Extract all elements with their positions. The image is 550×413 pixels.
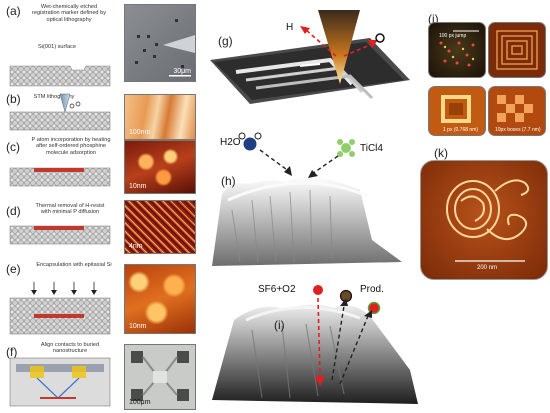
step-a-text: Wet-chemically etched registration marke… (32, 4, 106, 23)
substrate-a (9, 65, 111, 87)
tile-j-1-caption: 100 px jump (439, 33, 467, 39)
scale-e: 10nm (129, 323, 147, 330)
label-h: (h) (221, 174, 236, 188)
label-j: (j) (428, 12, 439, 26)
step-b-text: STM lithography (33, 94, 75, 100)
step-f-text: Align contacts to buried nanostructure (40, 342, 100, 355)
label-d: (d) (6, 204, 21, 218)
substrate-b (9, 111, 111, 131)
phosphorus-layer-d (34, 226, 84, 230)
tile-j-4: 10px boxes (7.7 nm) (488, 86, 546, 136)
micrograph-e: 10nm (124, 264, 196, 334)
tile-j-2 (488, 22, 546, 78)
surface-i (212, 304, 418, 404)
tile-j-3-caption: 1 px (0.768 nm) (443, 127, 479, 133)
label-e: (e) (6, 262, 21, 276)
scale-f: 100μm (129, 399, 151, 406)
surface-h (212, 176, 402, 266)
tile-j-4-caption: 10px boxes (7.7 nm) (495, 127, 541, 133)
phosphorus-layer-e (34, 314, 84, 318)
micrograph-a: 30μm (124, 4, 196, 82)
species-h-left: H2O (220, 137, 241, 148)
sf6-o2-icon (313, 285, 323, 295)
species-h-right: TiCl4 (360, 143, 383, 154)
tile-j-3: 1 px (0.768 nm) (428, 86, 486, 136)
phosphorus-layer-c (34, 168, 84, 172)
h2o-oxygen-icon (243, 137, 257, 151)
surface-g (210, 38, 410, 104)
step-e-text: Encapsulation with epitaxial Si (36, 262, 112, 268)
step-d-text: Thermal removal of H-resist with minimal… (35, 203, 105, 216)
label-f: (f) (6, 345, 18, 359)
scale-a: 30μm (173, 68, 191, 75)
step-a-sub: Si(001) surface (38, 44, 76, 50)
micrograph-d: 4nm (124, 200, 196, 254)
scale-d: 4nm (129, 243, 143, 250)
label-k: (k) (434, 146, 448, 160)
scale-k: 200 nm (477, 265, 498, 271)
reactants-i: SF6+O2 (258, 284, 296, 295)
step-c-text: P atom incorporation by heating after se… (31, 137, 111, 156)
scale-c: 10nm (129, 183, 147, 190)
label-c: (c) (6, 140, 20, 154)
micrograph-f: 100μm (124, 344, 196, 410)
device-schematic (9, 357, 111, 407)
species-g: H (286, 22, 294, 33)
label-b: (b) (6, 92, 21, 106)
stm-tip (59, 93, 71, 113)
tip-g (318, 10, 360, 84)
ticl4-icon (337, 139, 355, 157)
micrograph-b: 100nm (124, 94, 196, 140)
micrograph-c: 10nm (124, 140, 196, 194)
deposition-arrows (31, 282, 97, 295)
products-i: Prod. (360, 284, 384, 295)
tile-j-1: 100 px jump (428, 22, 486, 78)
scale-b: 100nm (129, 129, 151, 136)
h-atom-icon (375, 33, 385, 43)
label-i: (i) (274, 318, 285, 332)
micrograph-k: 200 nm (420, 160, 548, 280)
label-g: (g) (218, 34, 233, 48)
label-a: (a) (6, 4, 21, 18)
arrow-g-right (343, 43, 373, 57)
